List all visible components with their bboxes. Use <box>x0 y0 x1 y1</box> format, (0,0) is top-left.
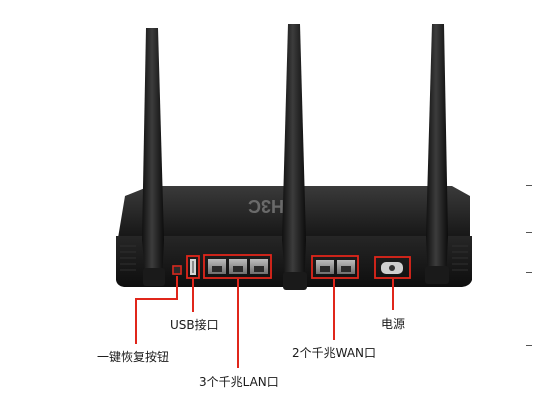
label-power-port: 电源 <box>381 317 406 331</box>
antenna-right <box>425 24 449 284</box>
label-wan-ports: 2个千兆WAN口 <box>292 346 377 360</box>
side-vents <box>120 245 468 271</box>
wan-ports <box>311 255 359 279</box>
callout-lines <box>135 276 394 368</box>
label-reset-button: 一键恢复按钮 <box>97 350 170 364</box>
antenna-left <box>142 28 165 286</box>
edge-mark <box>526 345 532 346</box>
edge-mark <box>526 232 532 233</box>
callout-reset <box>135 276 178 344</box>
brand-logo: H3C <box>248 196 284 216</box>
label-lan-ports: 3个千兆LAN口 <box>199 375 279 389</box>
label-usb-port: USB接口 <box>170 318 219 332</box>
edge-mark <box>526 272 532 273</box>
power-port <box>374 256 411 279</box>
reset-button-port <box>172 265 182 275</box>
edge-mark <box>526 185 532 186</box>
lan-ports <box>203 254 272 279</box>
antenna-center <box>282 24 307 290</box>
